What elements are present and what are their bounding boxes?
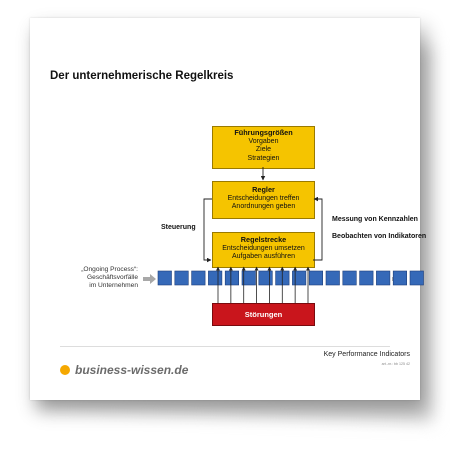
process-block (409, 270, 424, 286)
fuehrungsgroessen-line: Strategien (247, 154, 280, 162)
disturbance-arrows (216, 266, 310, 303)
process-block (241, 270, 256, 286)
stoerungen-title: Störungen (244, 310, 283, 319)
brand-name: business-wissen.de (75, 363, 189, 377)
regler-line: Entscheidungen treffen (227, 194, 300, 202)
stoerungen-box: Störungen (212, 303, 315, 326)
diagram-title: Der unternehmerische Regelkreis (50, 70, 234, 82)
process-block (191, 270, 206, 286)
arrow-messung (313, 196, 323, 261)
process-block (325, 270, 340, 286)
process-block (292, 270, 307, 286)
fuehrungsgroessen-title: Führungsgrößen (234, 128, 293, 137)
regelstrecke-box: Regelstrecke Entscheidungen umsetzen Auf… (212, 232, 315, 268)
process-block (376, 270, 391, 286)
brand-logo: business-wissen.de (60, 363, 188, 377)
process-input-arrow (143, 274, 156, 284)
process-block (392, 270, 408, 286)
brand-dot-icon (60, 365, 70, 375)
footer-rule (60, 346, 390, 347)
ongoing-process-label: „Ongoing Process“: Geschäftsvorfälle im … (60, 266, 138, 290)
process-block (308, 270, 324, 286)
regelstrecke-line: Entscheidungen umsetzen (222, 244, 305, 252)
process-block (208, 270, 223, 286)
process-block (359, 270, 374, 286)
steuerung-label: Steuerung (161, 224, 196, 231)
process-block (258, 270, 273, 286)
arrow-steuerung (203, 198, 212, 263)
process-block (157, 270, 172, 286)
kpi-caption: Key Performance Indicators (323, 351, 410, 358)
regelstrecke-line: Aufgaben ausführen (231, 253, 296, 260)
regelstrecke-title: Regelstrecke (240, 235, 287, 244)
process-chain (157, 270, 424, 286)
process-block (342, 270, 357, 286)
process-block (224, 270, 239, 286)
process-label-line: im Unternehmen (89, 282, 138, 289)
article-number: art.-nr.: bb 125 42 (381, 362, 410, 366)
fuehrungsgroessen-box: Führungsgrößen Vorgaben Ziele Strategien (212, 126, 315, 169)
process-block (174, 270, 189, 286)
regler-line: Anordnungen geben (231, 203, 296, 210)
messung-label: Messung von Kennzahlen (332, 216, 418, 223)
beobachten-label: Beobachten von Indikatoren (332, 233, 427, 240)
fuehrungsgroessen-line: Ziele (255, 146, 272, 153)
process-label-line: „Ongoing Process“: (81, 266, 138, 273)
process-label-line: Geschäftsvorfälle (87, 274, 138, 281)
regler-title: Regler (252, 185, 275, 194)
fuehrungsgroessen-line: Vorgaben (248, 137, 279, 145)
